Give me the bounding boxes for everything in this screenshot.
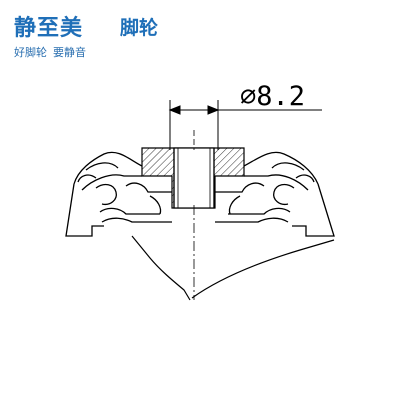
housing-profile-right [215,151,335,237]
brand-product: 脚轮 [120,17,159,39]
slogan-part-1: 好脚轮 [14,46,47,59]
threaded-insert-section [141,147,245,209]
housing-profile-left [65,151,172,237]
dimension-line [168,105,322,115]
slogan-part-2: 要静音 [53,46,86,59]
diameter-dimension-label: ⌀8.2 [240,81,305,112]
brand-logo: 静至美 脚轮 好脚轮要静音 [14,10,214,60]
brand-name: 静至美 [14,16,84,41]
body-outline [131,235,335,301]
brand-slogan: 好脚轮要静音 [14,44,86,60]
dimension-extension-lines [169,100,219,150]
